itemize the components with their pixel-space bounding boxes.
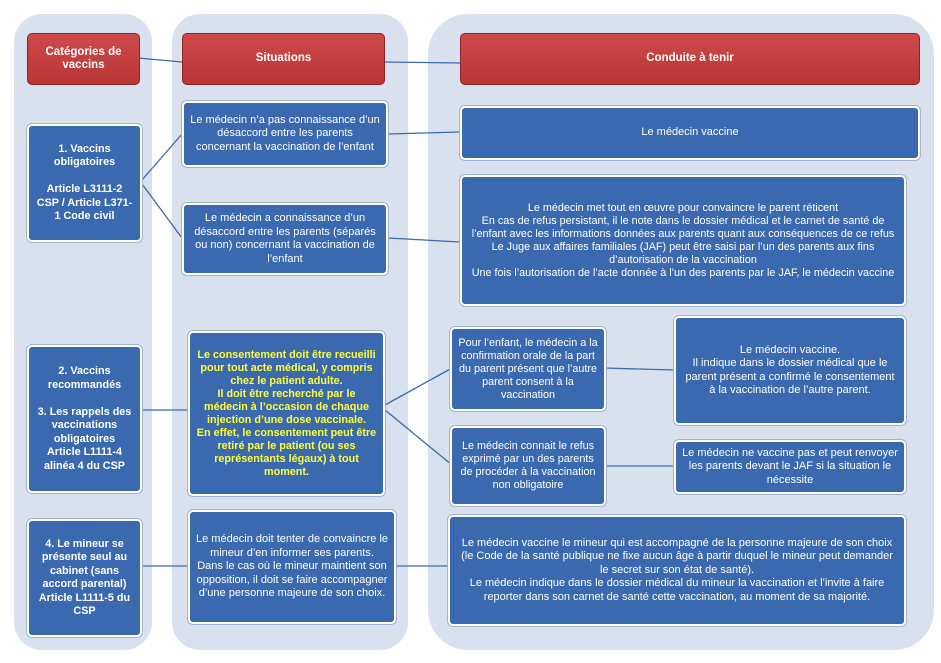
header-conduite: Conduite à tenir	[460, 33, 920, 85]
category-4-text: 4. Le mineur se présente seul au cabinet…	[38, 537, 131, 618]
situation-desaccord: Le médecin a connaissance d’un désaccord…	[182, 203, 388, 275]
situation-pas-de-desaccord: Le médecin n’a pas connaissance d’un dés…	[182, 101, 388, 167]
line-s3-k4a	[384, 409, 453, 466]
category-mineur-seul: 4. Le mineur se présente seul au cabinet…	[27, 519, 142, 637]
header-categories-label: Catégories de vaccins	[45, 45, 122, 72]
situation-4-text: Le médecin doit tenter de convaincre le …	[196, 533, 389, 600]
situation-2-text: Le médecin a connaissance d’un désaccord…	[194, 212, 376, 265]
line-s1-k1	[387, 131, 461, 135]
conduite-ne-vaccine-pas: Le médecin ne vaccine pas et peut renvoy…	[674, 440, 906, 494]
conduite-2-text: Le médecin met tout en œuvre pour convai…	[471, 201, 895, 279]
conduite-vaccine-mineur: Le médecin vaccine le mineur qui est acc…	[448, 515, 906, 626]
header-situations: Situations	[182, 33, 385, 85]
header-conduite-label: Conduite à tenir	[646, 52, 734, 65]
line-c1-s2	[141, 183, 183, 239]
category-1-text: 1. Vaccins obligatoires Article L3111-2 …	[36, 142, 133, 223]
situation-1-text: Le médecin n’a pas connaissance d’un dés…	[190, 113, 380, 153]
category-vaccins-recommandes: 2. Vaccins recommandés 3. Les rappels de…	[27, 345, 142, 493]
conduite-convaincre-parent: Le médecin met tout en œuvre pour convai…	[460, 175, 906, 306]
line-s3-k3a	[384, 367, 453, 406]
line-header-sit-cond	[384, 61, 461, 64]
conduite-4b-text: Le médecin ne vaccine pas et peut renvoy…	[682, 446, 898, 486]
category-vaccins-obligatoires: 1. Vaccins obligatoires Article L3111-2 …	[27, 124, 142, 242]
conduite-5-text: Le médecin vaccine le mineur qui est acc…	[461, 536, 893, 603]
situation-mineur-convaincre: Le médecin doit tenter de convaincre le …	[188, 510, 396, 624]
conduite-4a-text: Le médecin connait le refus exprimé par …	[460, 440, 596, 491]
header-situations-label: Situations	[255, 52, 312, 65]
category-2-3-text: 2. Vaccins recommandés 3. Les rappels de…	[37, 365, 132, 472]
conduite-refus-parent: Le médecin connait le refus exprimé par …	[450, 426, 606, 506]
conduite-3a-text: Pour l’enfant, le médecin a la confirmat…	[458, 336, 598, 401]
header-categories: Catégories de vaccins	[27, 33, 140, 85]
conduite-confirmation-orale: Pour l’enfant, le médecin a la confirmat…	[450, 327, 606, 411]
conduite-vaccine-indique: Le médecin vaccine. Il indique dans le d…	[674, 316, 906, 425]
conduite-medecin-vaccine: Le médecin vaccine	[460, 106, 920, 160]
line-c1-s1	[141, 133, 183, 181]
line-header-cat-sit	[137, 57, 183, 63]
conduite-1-text: Le médecin vaccine	[641, 126, 739, 139]
line-k3a-k3b	[603, 367, 675, 371]
line-s2-k2	[387, 237, 461, 243]
conduite-3b-text: Le médecin vaccine. Il indique dans le d…	[685, 343, 895, 397]
situation-consentement: Le consentement doit être recueilli pour…	[188, 331, 385, 496]
situation-3-text: Le consentement doit être recueilli pour…	[196, 348, 377, 478]
